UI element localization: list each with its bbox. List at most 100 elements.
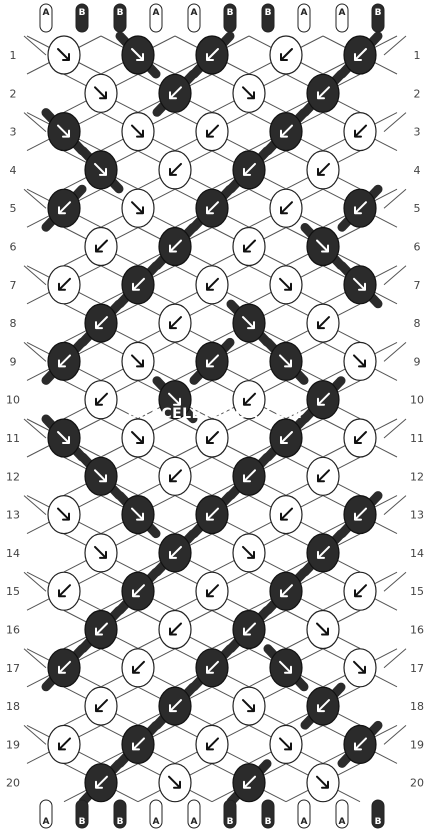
knot xyxy=(47,35,81,75)
string-end-bottom xyxy=(39,799,53,829)
arrow-down-left-icon xyxy=(243,622,256,636)
knot xyxy=(269,112,303,152)
knot xyxy=(343,265,377,305)
row-number-right: 16 xyxy=(410,624,424,637)
string-label-bottom: A xyxy=(153,817,160,827)
knot xyxy=(269,494,303,535)
site-watermark: BRACELETBOOK.COM xyxy=(0,406,430,422)
knot xyxy=(269,35,303,75)
arrow-down-left-icon xyxy=(169,316,182,330)
arrow-down-left-icon xyxy=(206,431,219,444)
row-number-left: 17 xyxy=(6,662,20,675)
row-number-left: 11 xyxy=(6,432,20,445)
row-number-left: 10 xyxy=(6,394,20,407)
arrow-down-right-icon xyxy=(353,354,366,368)
knot xyxy=(121,265,155,305)
row-number-right: 1 xyxy=(414,49,421,62)
arrow-down-left-icon xyxy=(206,48,219,61)
row-number-left: 8 xyxy=(10,317,17,330)
arrow-down-left-icon xyxy=(243,162,256,176)
arrow-down-left-icon xyxy=(317,162,330,176)
string-end-bottom xyxy=(113,799,127,829)
string-end-top xyxy=(39,3,53,33)
site-watermark-text: BRACELETBOOK.COM xyxy=(127,406,303,422)
knot xyxy=(84,533,118,573)
arrow-down-left-icon xyxy=(169,622,182,636)
arrow-down-left-icon xyxy=(206,660,219,674)
knot xyxy=(343,648,377,688)
knot xyxy=(47,188,81,228)
edge-thread xyxy=(383,188,407,209)
row-number-left: 6 xyxy=(10,241,17,254)
arrow-down-right-icon xyxy=(242,86,255,100)
knot xyxy=(343,724,377,765)
knot xyxy=(47,418,81,458)
arrow-down-right-icon xyxy=(353,277,366,291)
arrow-down-left-icon xyxy=(317,545,330,559)
knot xyxy=(232,226,266,267)
knot xyxy=(232,456,266,496)
arrow-down-left-icon xyxy=(243,392,256,406)
string-end-top xyxy=(75,3,89,33)
knot xyxy=(306,226,340,267)
string-end-bottom xyxy=(187,799,201,829)
knot xyxy=(121,418,155,458)
knot xyxy=(343,341,377,381)
string-end-bottom xyxy=(223,799,237,829)
arrow-down-left-icon xyxy=(132,737,145,751)
knot xyxy=(269,341,303,381)
arrow-down-left-icon xyxy=(95,316,108,330)
arrow-down-left-icon xyxy=(58,584,71,598)
string-label-bottom: A xyxy=(191,817,198,827)
row-number-left: 16 xyxy=(6,624,20,637)
knot xyxy=(47,494,81,535)
arrow-down-left-icon xyxy=(95,239,108,253)
arrow-down-left-icon xyxy=(280,124,293,138)
arrow-down-left-icon xyxy=(95,622,108,636)
knot xyxy=(232,303,266,343)
arrow-down-right-icon xyxy=(279,737,292,751)
edge-thread xyxy=(23,265,47,286)
arrow-down-left-icon xyxy=(169,239,182,253)
arrow-down-left-icon xyxy=(169,162,182,176)
string-label-top: B xyxy=(79,8,86,18)
row-number-right: 5 xyxy=(414,202,421,215)
row-number-right: 11 xyxy=(410,432,424,445)
row-number-right: 8 xyxy=(414,317,421,330)
knot xyxy=(158,73,192,113)
string-end-bottom xyxy=(335,799,349,829)
row-number-left: 1 xyxy=(10,49,17,62)
arrow-down-left-icon xyxy=(206,124,219,138)
arrow-down-right-icon xyxy=(131,354,144,368)
edge-thread xyxy=(383,571,407,592)
arrow-down-left-icon xyxy=(354,201,367,215)
knot xyxy=(158,686,192,726)
arrow-down-left-icon xyxy=(206,507,219,521)
knot xyxy=(47,571,81,611)
knot xyxy=(232,686,266,726)
knot xyxy=(121,35,155,75)
knot xyxy=(47,648,81,688)
row-number-right: 6 xyxy=(414,241,421,254)
arrow-down-right-icon xyxy=(242,316,255,330)
edge-thread xyxy=(383,342,407,362)
arrow-down-left-icon xyxy=(58,737,71,751)
knot xyxy=(158,303,192,343)
arrow-down-right-icon xyxy=(57,124,70,138)
knot xyxy=(121,571,155,611)
string-end-top xyxy=(297,3,311,33)
arrow-down-left-icon xyxy=(169,86,182,100)
knot xyxy=(232,533,266,573)
arrow-down-left-icon xyxy=(169,545,182,559)
knot xyxy=(306,456,340,496)
knot xyxy=(306,73,340,113)
knot xyxy=(306,303,340,343)
row-number-right: 20 xyxy=(410,777,424,790)
arrow-down-right-icon xyxy=(131,48,144,61)
knot xyxy=(195,418,229,458)
string-label-top: B xyxy=(227,8,234,18)
knot xyxy=(84,226,118,267)
knot xyxy=(195,648,229,688)
string-label-bottom: B xyxy=(227,817,234,827)
